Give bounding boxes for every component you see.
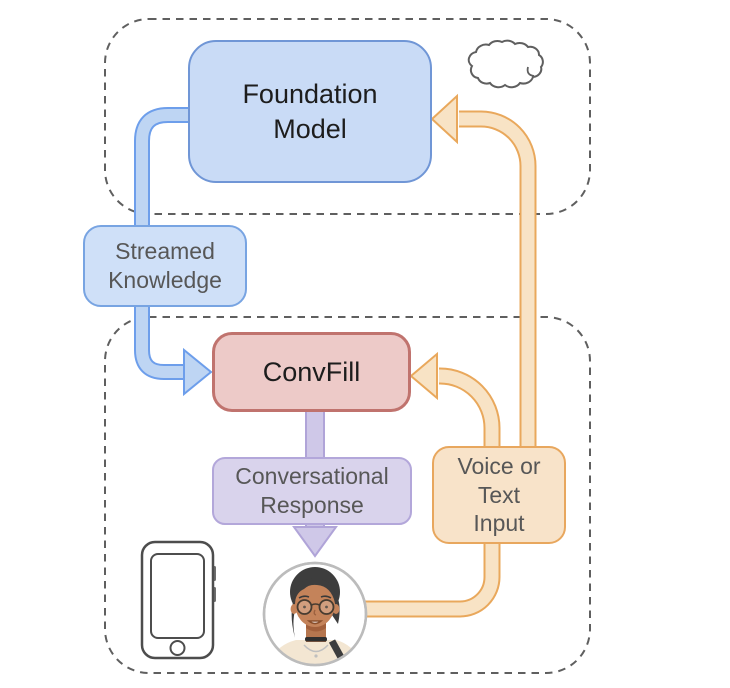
node-convfill: ConvFill — [212, 332, 411, 412]
node-foundation-model: Foundation Model — [188, 40, 432, 183]
arrowhead-into-foundation — [430, 93, 458, 145]
node-streamed-knowledge: Streamed Knowledge — [83, 225, 247, 307]
arrowhead-into-convfill-left — [183, 347, 213, 397]
cloud-icon — [467, 39, 544, 89]
node-voice-text-input: Voice or Text Input — [432, 446, 566, 544]
user-avatar — [262, 561, 368, 667]
edge-user-to-foundation — [430, 93, 537, 540]
edge-user-to-convfill — [354, 351, 501, 618]
arrowhead-into-user — [292, 526, 338, 558]
device-region-boundary — [104, 316, 591, 674]
cloud-region-boundary — [104, 18, 591, 215]
smartphone-icon — [140, 540, 216, 660]
node-conversational-response: Conversational Response — [212, 457, 412, 525]
arrowhead-into-convfill-right — [409, 351, 438, 401]
